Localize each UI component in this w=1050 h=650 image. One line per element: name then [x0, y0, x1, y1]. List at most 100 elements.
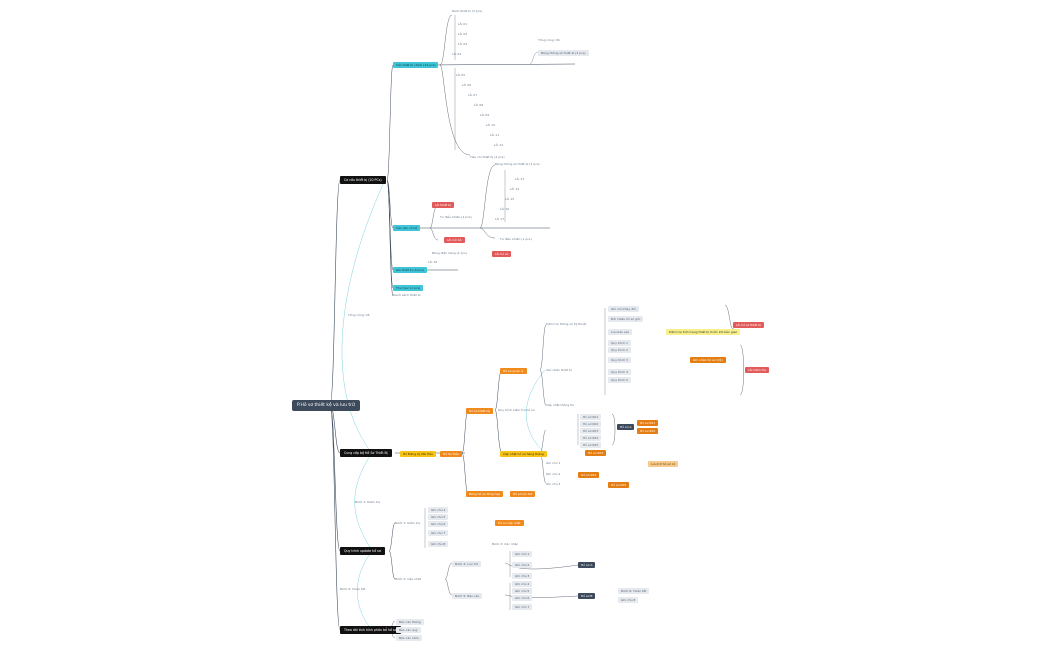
item: Kiểm tra thông số kỹ thuật: [546, 322, 587, 326]
item: Hồ sơ 005: [580, 442, 602, 448]
item: Quy trình 5: [608, 377, 631, 383]
item: Ghi chú 8: [618, 597, 639, 603]
dark-node-a[interactable]: Hồ sơ A: [578, 562, 596, 568]
item: Quy trình 1: [608, 340, 631, 346]
red-tag-a: Lỗi thiết bị: [432, 202, 454, 208]
leaf: Lỗi 08: [474, 103, 484, 107]
orange-tag-3: Hồ sơ 003: [585, 450, 607, 456]
leaf: Lỗi 14: [510, 187, 520, 191]
node-archive[interactable]: Hồ sơ lưu trữ: [510, 491, 536, 497]
node-manage-a[interactable]: Hồ sơ quản lý: [500, 368, 527, 374]
item: Ghi chú 1: [512, 551, 533, 557]
leaf: Lỗi 09: [480, 113, 490, 117]
leaf: Lỗi 10: [486, 123, 496, 127]
label-ctrl: Tủ điều khiển (1 pcs): [440, 215, 472, 219]
item: Ghi chú 2: [512, 562, 533, 568]
item: Ghi chú 3: [512, 573, 533, 579]
item: Hồ sơ 004: [580, 435, 602, 441]
item: Ghi chú 5: [512, 588, 533, 594]
red-tag-c: Lỗi hồ sơ: [492, 251, 512, 257]
leaf: Lỗi 01: [458, 22, 468, 26]
report-item: Báo cáo tháng: [396, 619, 424, 625]
item: Bước 3: Xác nhận: [492, 542, 519, 546]
item: Đối chiếu hồ sơ gốc: [608, 316, 644, 322]
item: Bước 6: Hoàn tất: [618, 588, 650, 594]
highlight-note: Kiểm tra tình trạng thiết bị trước khi b…: [666, 329, 741, 335]
dark-tag-small: Hồ sơ A: [617, 424, 635, 430]
leaf: Lỗi 12: [494, 143, 504, 147]
branch-report[interactable]: Theo dõi tình hình phân bổ hồ sơ: [340, 626, 401, 634]
label-list: Danh sách thiết bị: [393, 293, 421, 297]
dark-node-b[interactable]: Hồ sơ B: [578, 593, 596, 599]
node-folder[interactable]: Thư mục (1 pcs): [393, 285, 424, 291]
leaf: Lỗi 02: [458, 32, 468, 36]
leaf: Lỗi 15: [505, 197, 515, 201]
item: Ghi chú 6: [428, 521, 449, 527]
label-check: Bước 1: Kiểm tra: [395, 521, 421, 525]
item: Quy trình 4: [608, 369, 631, 375]
label-total: Tổng cộng: 06: [538, 38, 560, 42]
leaf: Lỗi 03: [458, 42, 468, 46]
leaf: Lỗi 06: [462, 83, 472, 87]
node-manage-b[interactable]: Cập nhật hồ sơ hàng tháng: [500, 451, 547, 457]
node-dev-pack[interactable]: Gói thiết bị (4 pcs): [393, 267, 427, 273]
node-register[interactable]: Hồ Đăng ký Mã Tiêu: [400, 451, 437, 457]
leaf: Lỗi 13: [515, 177, 525, 181]
dark-tag: Ghi nhận hồ sơ (01): [690, 357, 726, 363]
leaf: Lỗi 07: [468, 93, 478, 97]
red-right-a: Lỗi hồ sơ thiết bị: [733, 322, 764, 328]
label-update: Bước 2: Cập nhật: [395, 577, 421, 581]
item: Ghi chú 4: [512, 581, 533, 587]
cross-label: Bước 6: Hoàn tất: [340, 587, 366, 591]
cross-label: Tổng cộng: 06: [348, 313, 370, 317]
leaf: Lỗi 18: [428, 260, 438, 264]
orange-tag-5: Hồ sơ 005: [608, 482, 630, 488]
red-right-b: Lỗi kiểm tra: [745, 367, 769, 373]
item: Ghi chú 7: [512, 604, 533, 610]
orange-tag-2: Hồ sơ 002: [637, 428, 659, 434]
node-aux[interactable]: Các văn cố bộ: [393, 225, 421, 231]
node-main-devices[interactable]: Các thiết bị chính (14 pcs): [393, 62, 439, 68]
label-board-side: Bảng thông số thiết bị (3 pcs): [495, 162, 540, 166]
item: Lưu bản sao: [608, 329, 633, 335]
item: Hồ sơ 002: [580, 421, 602, 427]
leaf: Lỗi 16: [500, 207, 510, 211]
cross-label: Bước 1: Kiểm tra: [355, 500, 381, 504]
leaf: Lỗi 04: [452, 52, 462, 56]
item: Ghi chú 5: [428, 514, 449, 520]
leaf: Lỗi 05: [456, 73, 466, 77]
red-tag-b: Lỗi nội bộ: [444, 237, 465, 243]
node-summary[interactable]: Bảng hồ sơ tổng hợp: [466, 491, 504, 497]
item: Hồ sơ 001: [580, 414, 602, 420]
step: Bước 5: Báo cáo: [452, 593, 483, 599]
item: Ghi chú 8: [428, 541, 449, 547]
root-node[interactable]: P.Hồ sơ thiết kệ và lưu trữ: [292, 400, 360, 411]
branch-update[interactable]: Quy trình update hồ sơ: [340, 547, 385, 555]
label-board: Bảng thông số thiết bị (3 pcs): [538, 50, 589, 56]
item: Ghi chú 2: [546, 472, 561, 476]
item: Ghi chú thay đổi: [608, 306, 639, 312]
node-updated[interactable]: Hồ sơ cập nhật: [495, 520, 524, 526]
report-item: Báo cáo năm: [396, 635, 422, 641]
branch-maintenance[interactable]: Cung cấp bộ Hồ Sơ Thiết Bị: [340, 449, 392, 457]
node-profile[interactable]: Hồ Sơ Tiêu: [440, 451, 463, 457]
report-item: Báo cáo quý: [396, 627, 421, 633]
label-note: Quy trình kiểm tra hồ sơ: [498, 408, 535, 412]
step: Bước 4: Lưu trữ: [452, 561, 482, 567]
item: Ghi chú 1: [546, 461, 561, 465]
item: Hồ sơ 003: [580, 428, 602, 434]
item: Quy trình 3: [608, 357, 631, 363]
item: Xác nhận thiết bị: [546, 368, 572, 372]
leaf: Lỗi 17: [495, 217, 505, 221]
orange-tag-4: Hồ sơ 004: [578, 472, 600, 478]
item: Ghi chú 4: [428, 507, 449, 513]
branch-structure[interactable]: Cơ cấu thiết bị (20 PCs): [340, 176, 386, 184]
item: Ghi chú 3: [546, 482, 561, 486]
label-rack: Rack thiết bị (3 pcs): [452, 9, 483, 13]
node-design-profile[interactable]: Hồ sơ thiết kệ: [466, 408, 493, 414]
item: Cập nhật thông tin: [546, 403, 575, 407]
leaf: Lỗi 11: [490, 133, 500, 137]
item: Ghi chú 7: [428, 530, 449, 536]
label-panel: Bảng điện năng (1 pcs): [432, 251, 467, 255]
